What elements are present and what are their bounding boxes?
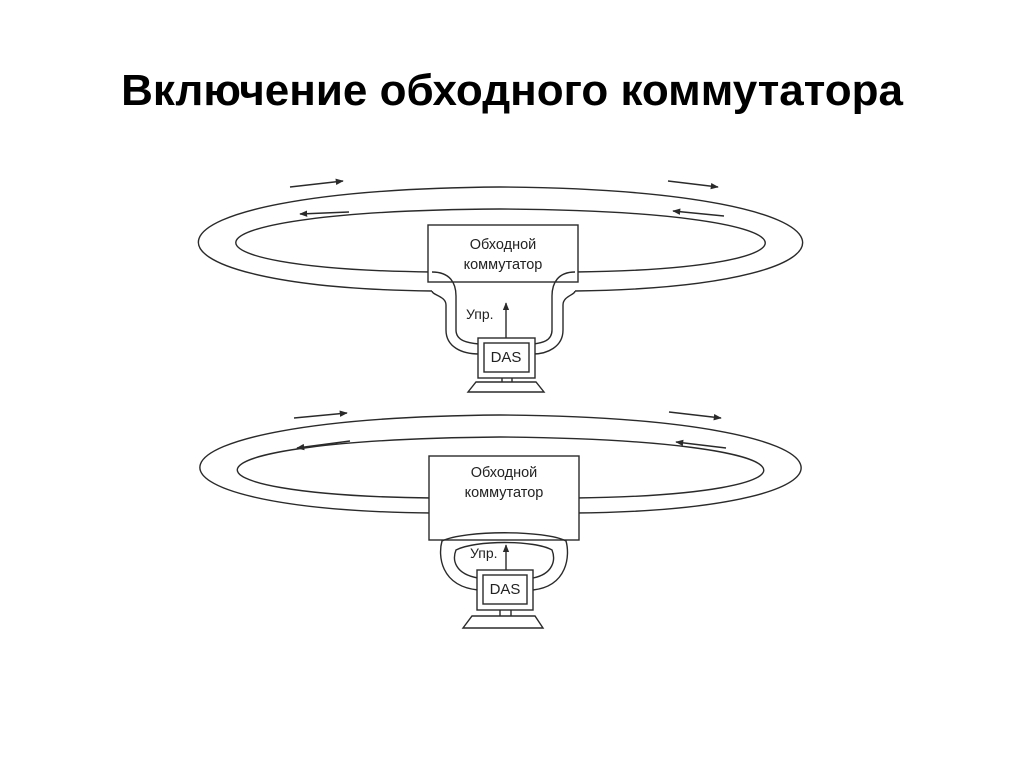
arrow-top-left (289, 178, 344, 188)
arrow-inner-right (672, 208, 725, 217)
arrow-top-right (667, 180, 719, 190)
page-title: Включение обходного коммутатора (121, 66, 903, 115)
control-label-bottom: Упр. (470, 545, 498, 561)
arrow-top-right-bottom (668, 411, 722, 421)
das-screen-bottom (482, 574, 528, 605)
outer-ring (197, 186, 804, 292)
das-base (466, 381, 546, 393)
diagram-bypassed: Обходной коммутатор Упр. DAS (199, 410, 802, 629)
arrow-top-left-bottom (293, 410, 348, 419)
switch-label-line1: Обходной (470, 237, 537, 253)
das-label-bottom: DAS (490, 581, 521, 598)
arrow-inner-left (299, 210, 350, 217)
fiber-loop-left-outer (431, 290, 480, 355)
inner-ring-bottom (236, 436, 765, 499)
fiber-loop-right-inner (532, 271, 576, 345)
inner-ring (235, 208, 766, 273)
das-label: DAS (491, 349, 522, 366)
fiber-loop-left-inner (431, 271, 480, 345)
bypass-switch-box-bottom (428, 455, 580, 541)
switch-label-line1-bottom: Обходной (471, 465, 538, 481)
arrow-inner-right-bottom (675, 439, 727, 449)
bypass-switch-box (427, 224, 579, 283)
switch-label-line2-bottom: коммутатор (465, 485, 544, 501)
control-label: Упр. (466, 306, 494, 322)
diagram-connected: Обходной коммутатор Упр. DAS (197, 178, 804, 393)
fiber-loop-right-outer (532, 290, 576, 355)
arrow-inner-left-bottom (296, 440, 351, 451)
das-screen (483, 342, 530, 373)
fiber-loop-outer-bottom (439, 532, 569, 591)
fiber-loop-inner-bottom (453, 541, 555, 579)
switch-label-line2: коммутатор (464, 257, 543, 273)
outer-ring-bottom (199, 414, 802, 514)
das-base-bottom (461, 615, 545, 629)
